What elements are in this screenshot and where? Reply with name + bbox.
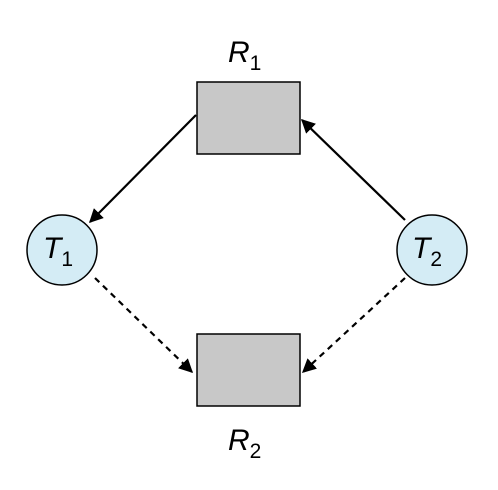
resource-r2-label: R2 xyxy=(228,424,261,463)
resource-r1-box xyxy=(196,81,301,155)
edge-t2-to-r2 xyxy=(301,277,406,373)
resource-r2-box xyxy=(196,333,301,407)
edge-r1-to-t1 xyxy=(89,114,197,223)
resource-r1-label: R1 xyxy=(228,36,261,75)
process-t1-node xyxy=(26,214,98,286)
edge-t2-to-r1 xyxy=(300,119,406,221)
process-t1-label: T1 xyxy=(43,232,73,271)
edge-t1-to-r2 xyxy=(94,277,194,373)
process-t2-label: T2 xyxy=(412,232,442,271)
process-t2-node xyxy=(396,214,468,286)
